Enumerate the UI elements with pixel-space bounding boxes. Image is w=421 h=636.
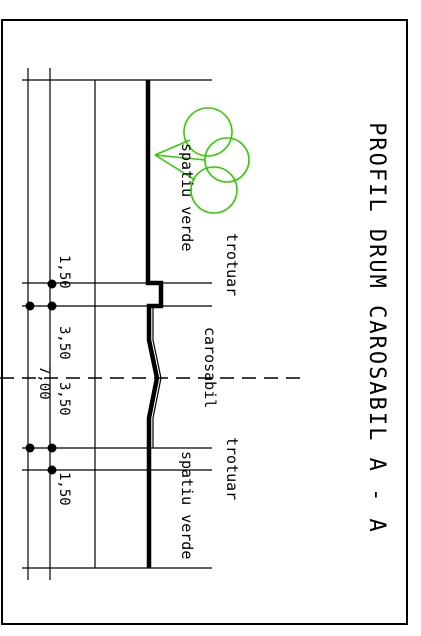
- road-surface-profile: [145, 80, 164, 568]
- tree-symbol-icon: [154, 107, 250, 214]
- label-trotuar-right: trotuar: [223, 437, 241, 500]
- label-trotuar-left: trotuar: [223, 233, 241, 296]
- dimension-sidewalk-left: 1,50: [56, 255, 72, 289]
- pavement-layer-line: [152, 306, 162, 448]
- dimension-dot: [47, 443, 57, 453]
- drawing-frame: [1, 19, 408, 625]
- label-spatiu-verde-right: spatiu verde: [178, 451, 196, 559]
- label-spatiu-verde-left: spatiu verde: [178, 143, 196, 251]
- dimension-lane-right: 3,50: [56, 382, 72, 416]
- dimension-dot: [47, 301, 57, 311]
- dimension-dot: [25, 301, 35, 311]
- dimension-sidewalk-right: 1,50: [56, 472, 72, 506]
- dimension-total-width: 7,00: [36, 366, 52, 400]
- dimension-dot: [47, 465, 57, 475]
- dimension-dot: [47, 279, 57, 289]
- dimension-dot: [25, 443, 35, 453]
- dimension-lane-left: 3,50: [56, 326, 72, 360]
- label-carosabil: carosabil: [201, 327, 219, 408]
- drawing-title: PROFIL DRUM CAROSABIL A - A: [364, 122, 389, 534]
